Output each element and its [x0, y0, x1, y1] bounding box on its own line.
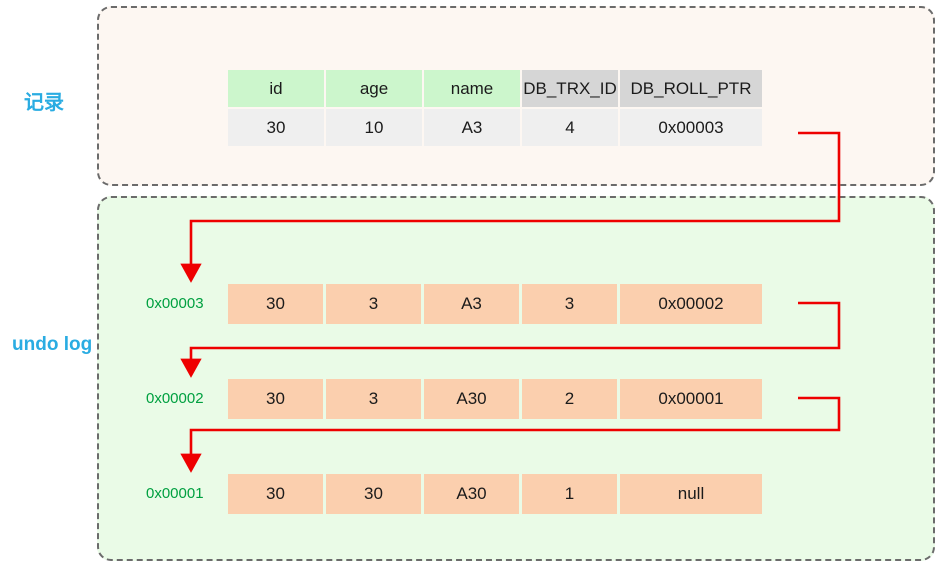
record-value-id: 30: [228, 109, 324, 146]
undo-2-name: A30: [424, 474, 519, 514]
record-value-db-roll-ptr: 0x00003: [620, 109, 762, 146]
undo-2-db-roll-ptr: null: [620, 474, 762, 514]
record-value-name: A3: [424, 109, 520, 146]
record-value-row: 30 10 A3 4 0x00003: [228, 109, 762, 146]
undo-log-row: 30 3 A3 3 0x00002: [228, 284, 762, 324]
undo-1-db-trx-id: 2: [522, 379, 617, 419]
record-value-db-trx-id: 4: [522, 109, 618, 146]
undo-row-address-2: 0x00001: [146, 485, 204, 502]
undo-2-id: 30: [228, 474, 323, 514]
undo-0-db-trx-id: 3: [522, 284, 617, 324]
undo-0-id: 30: [228, 284, 323, 324]
undo-row-address-0: 0x00003: [146, 295, 204, 312]
undo-1-age: 3: [326, 379, 421, 419]
record-section-label: 记录: [24, 92, 64, 114]
record-header-db-roll-ptr: DB_ROLL_PTR: [620, 70, 762, 107]
undo-log-row: 30 3 A30 2 0x00001: [228, 379, 762, 419]
undo-2-age: 30: [326, 474, 421, 514]
record-header-row: id age name DB_TRX_ID DB_ROLL_PTR: [228, 70, 762, 107]
undo-1-id: 30: [228, 379, 323, 419]
undo-1-db-roll-ptr: 0x00001: [620, 379, 762, 419]
undo-0-age: 3: [326, 284, 421, 324]
record-value-age: 10: [326, 109, 422, 146]
undo-row-address-1: 0x00002: [146, 390, 204, 407]
undo-log-row: 30 30 A30 1 null: [228, 474, 762, 514]
record-header-id: id: [228, 70, 324, 107]
record-header-name: name: [424, 70, 520, 107]
record-table: id age name DB_TRX_ID DB_ROLL_PTR 30 10 …: [228, 70, 762, 146]
record-header-db-trx-id: DB_TRX_ID: [522, 70, 618, 107]
undo-0-db-roll-ptr: 0x00002: [620, 284, 762, 324]
undo-0-name: A3: [424, 284, 519, 324]
undo-2-db-trx-id: 1: [522, 474, 617, 514]
record-header-age: age: [326, 70, 422, 107]
undo-1-name: A30: [424, 379, 519, 419]
undo-log-section-label: undo log: [12, 334, 93, 355]
